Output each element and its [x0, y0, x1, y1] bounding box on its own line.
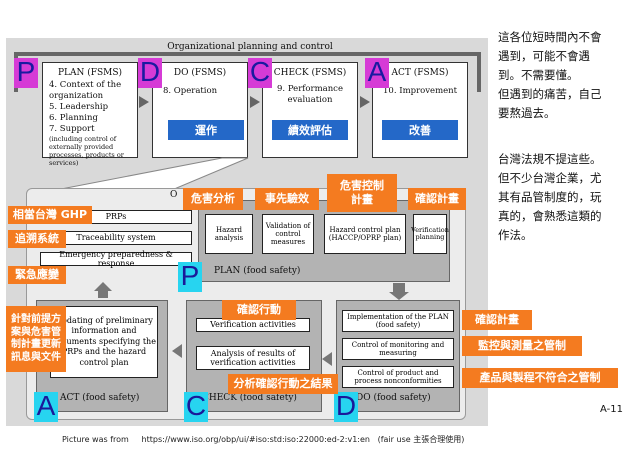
plan-fsms-note: (including control of externally provide…: [49, 135, 124, 167]
plan-fsms-box: PLAN (FSMS) 4. Context of the organizati…: [42, 62, 138, 167]
letter-p-top: P: [14, 58, 38, 88]
letter-p-bottom: P: [178, 262, 202, 292]
annotation-traceability: 追溯系統: [8, 230, 66, 248]
footer: Picture was from https://www.iso.org/obp…: [62, 434, 464, 445]
act-fsms-item: 10. Improvement: [383, 86, 458, 96]
right-text-line: 作法。: [498, 228, 533, 242]
tag-performance: 績效評估: [272, 120, 348, 140]
do-fsms-box: DO (FSMS) 8. Operation: [152, 62, 248, 158]
annotation-confirm-plan-do: 確認計畫: [462, 310, 532, 330]
analysis-results-box: Analysis of results of verification acti…: [196, 346, 310, 370]
check-fsms-title: CHECK (FSMS): [273, 68, 347, 78]
letter-c-bottom: C: [184, 390, 208, 422]
arrow-left-icon: [172, 344, 182, 358]
plan-fsms-item: 4. Context of the organization: [49, 80, 122, 101]
plan-fsms-item: 6. Planning: [49, 113, 98, 123]
act-fsms-title: ACT (FSMS): [391, 68, 449, 78]
do-fsms-item: 8. Operation: [163, 86, 218, 96]
right-text-line: 到。不需要懂。: [498, 68, 579, 82]
verification-planning-box: Verification planning: [411, 214, 449, 254]
operational-title: O: [170, 190, 178, 200]
arrow-down-icon: [393, 283, 405, 293]
right-text-line: 但不少台灣企業，尤: [498, 171, 602, 185]
right-text-line: 要熬過去。: [498, 106, 556, 120]
validation-box: Validation of control measures: [262, 214, 314, 254]
right-text-line: 這各位短時間內不會: [498, 30, 602, 44]
annotation-analyse-results: 分析確認行動之結果: [228, 374, 338, 394]
letter-c-top: C: [248, 56, 272, 88]
arrow-right-icon: [250, 96, 260, 108]
act-updating-box: Updating of preliminary information and …: [50, 306, 158, 378]
annotation-emergency: 緊急應變: [8, 266, 66, 284]
act-food-safety-label: ACT (food safety): [60, 393, 140, 403]
plan-fsms-item: 5. Leadership: [49, 102, 109, 112]
arrow-up-icon: [98, 290, 108, 298]
footer-url[interactable]: https://www.iso.org/obp/ui/#iso:std:iso:…: [141, 435, 370, 444]
do-fsms-title: DO (FSMS): [173, 68, 227, 78]
do-food-safety-label: DO (food safety): [356, 393, 431, 403]
verification-activities-box: Verification activities: [196, 318, 310, 332]
do-item: Control of product and process nonconfor…: [342, 366, 454, 388]
annotation-monitoring: 監控與測量之管制: [462, 336, 582, 356]
annotation-hazard-analysis: 危害分析: [183, 188, 243, 210]
right-text-para2: 台灣法規不提這些。 但不少台灣企業，尤 其有品管制度的，玩 真的，會熟悉這類的 …: [498, 150, 634, 245]
arrow-right-icon: [139, 96, 149, 108]
annotation-ack-update: 針對前提方 案與危害管 制計畫更新 訊息與文件: [6, 306, 66, 372]
check-fsms-box: CHECK (FSMS) 9. Performance evaluation: [262, 62, 358, 158]
do-item: Control of monitoring and measuring: [342, 338, 454, 360]
arrow-right-icon: [360, 96, 370, 108]
arrow-down-icon: [389, 292, 409, 300]
plan-fsms-title: PLAN (FSMS): [57, 68, 123, 78]
annotation-taiwan-ghp: 相當台灣 GHP: [8, 206, 92, 224]
plan-fsms-item: 7. Support: [49, 124, 95, 134]
page-number: A-11: [600, 404, 623, 415]
right-text-line: 但遇到的痛苦，自己: [498, 87, 602, 101]
annotation-nonconformity: 產品與製程不符合之管制: [462, 368, 618, 388]
right-text-para1: 這各位短時間內不會 遇到，可能不會遇 到。不需要懂。 但遇到的痛苦，自己 要熬過…: [498, 28, 634, 123]
letter-d-top: D: [138, 56, 162, 88]
hazard-analysis-box: Hazard analysis: [205, 214, 253, 254]
hazard-control-plan-box: Hazard control plan (HACCP/OPRP plan): [324, 214, 406, 254]
traceability-box: Traceability system: [40, 231, 192, 245]
annotation-verification-action: 確認行動: [222, 300, 296, 320]
annotation-hazard-control-plan: 危害控制 計畫: [327, 174, 397, 212]
annotation-pre-validation: 事先驗效: [255, 188, 319, 210]
emergency-box: Emergency preparedness & response: [40, 250, 192, 268]
top-loop-right: [477, 52, 481, 92]
letter-d-bottom: D: [334, 390, 358, 422]
tag-improvement: 改善: [382, 120, 458, 140]
footer-prefix: Picture was from: [62, 435, 129, 444]
plan-food-safety-label: PLAN (food safety): [214, 266, 301, 276]
right-text-line: 台灣法規不提這些。: [498, 152, 602, 166]
do-item: Implementation of the PLAN (food safety): [342, 310, 454, 332]
letter-a-top: A: [365, 58, 389, 88]
arrow-up-icon: [94, 282, 112, 291]
top-loop-line: [16, 52, 480, 56]
right-text-line: 真的，會熟悉這類的: [498, 209, 602, 223]
letter-a-bottom: A: [34, 392, 58, 422]
footer-note: (fair use 主張合理使用): [377, 435, 465, 444]
tag-operation: 運作: [168, 120, 244, 140]
act-fsms-box: ACT (FSMS) 10. Improvement: [372, 62, 468, 158]
right-text-line: 遇到，可能不會遇: [498, 49, 590, 63]
check-food-safety-label: CHECK (food safety): [202, 393, 297, 403]
annotation-confirm-plan-top: 確認計畫: [408, 188, 466, 210]
right-text-line: 其有品管制度的，玩: [498, 190, 602, 204]
arrow-left-icon: [322, 352, 332, 366]
check-fsms-item: 9. Performance evaluation: [277, 84, 343, 105]
top-title: Organizational planning and control: [167, 42, 333, 52]
